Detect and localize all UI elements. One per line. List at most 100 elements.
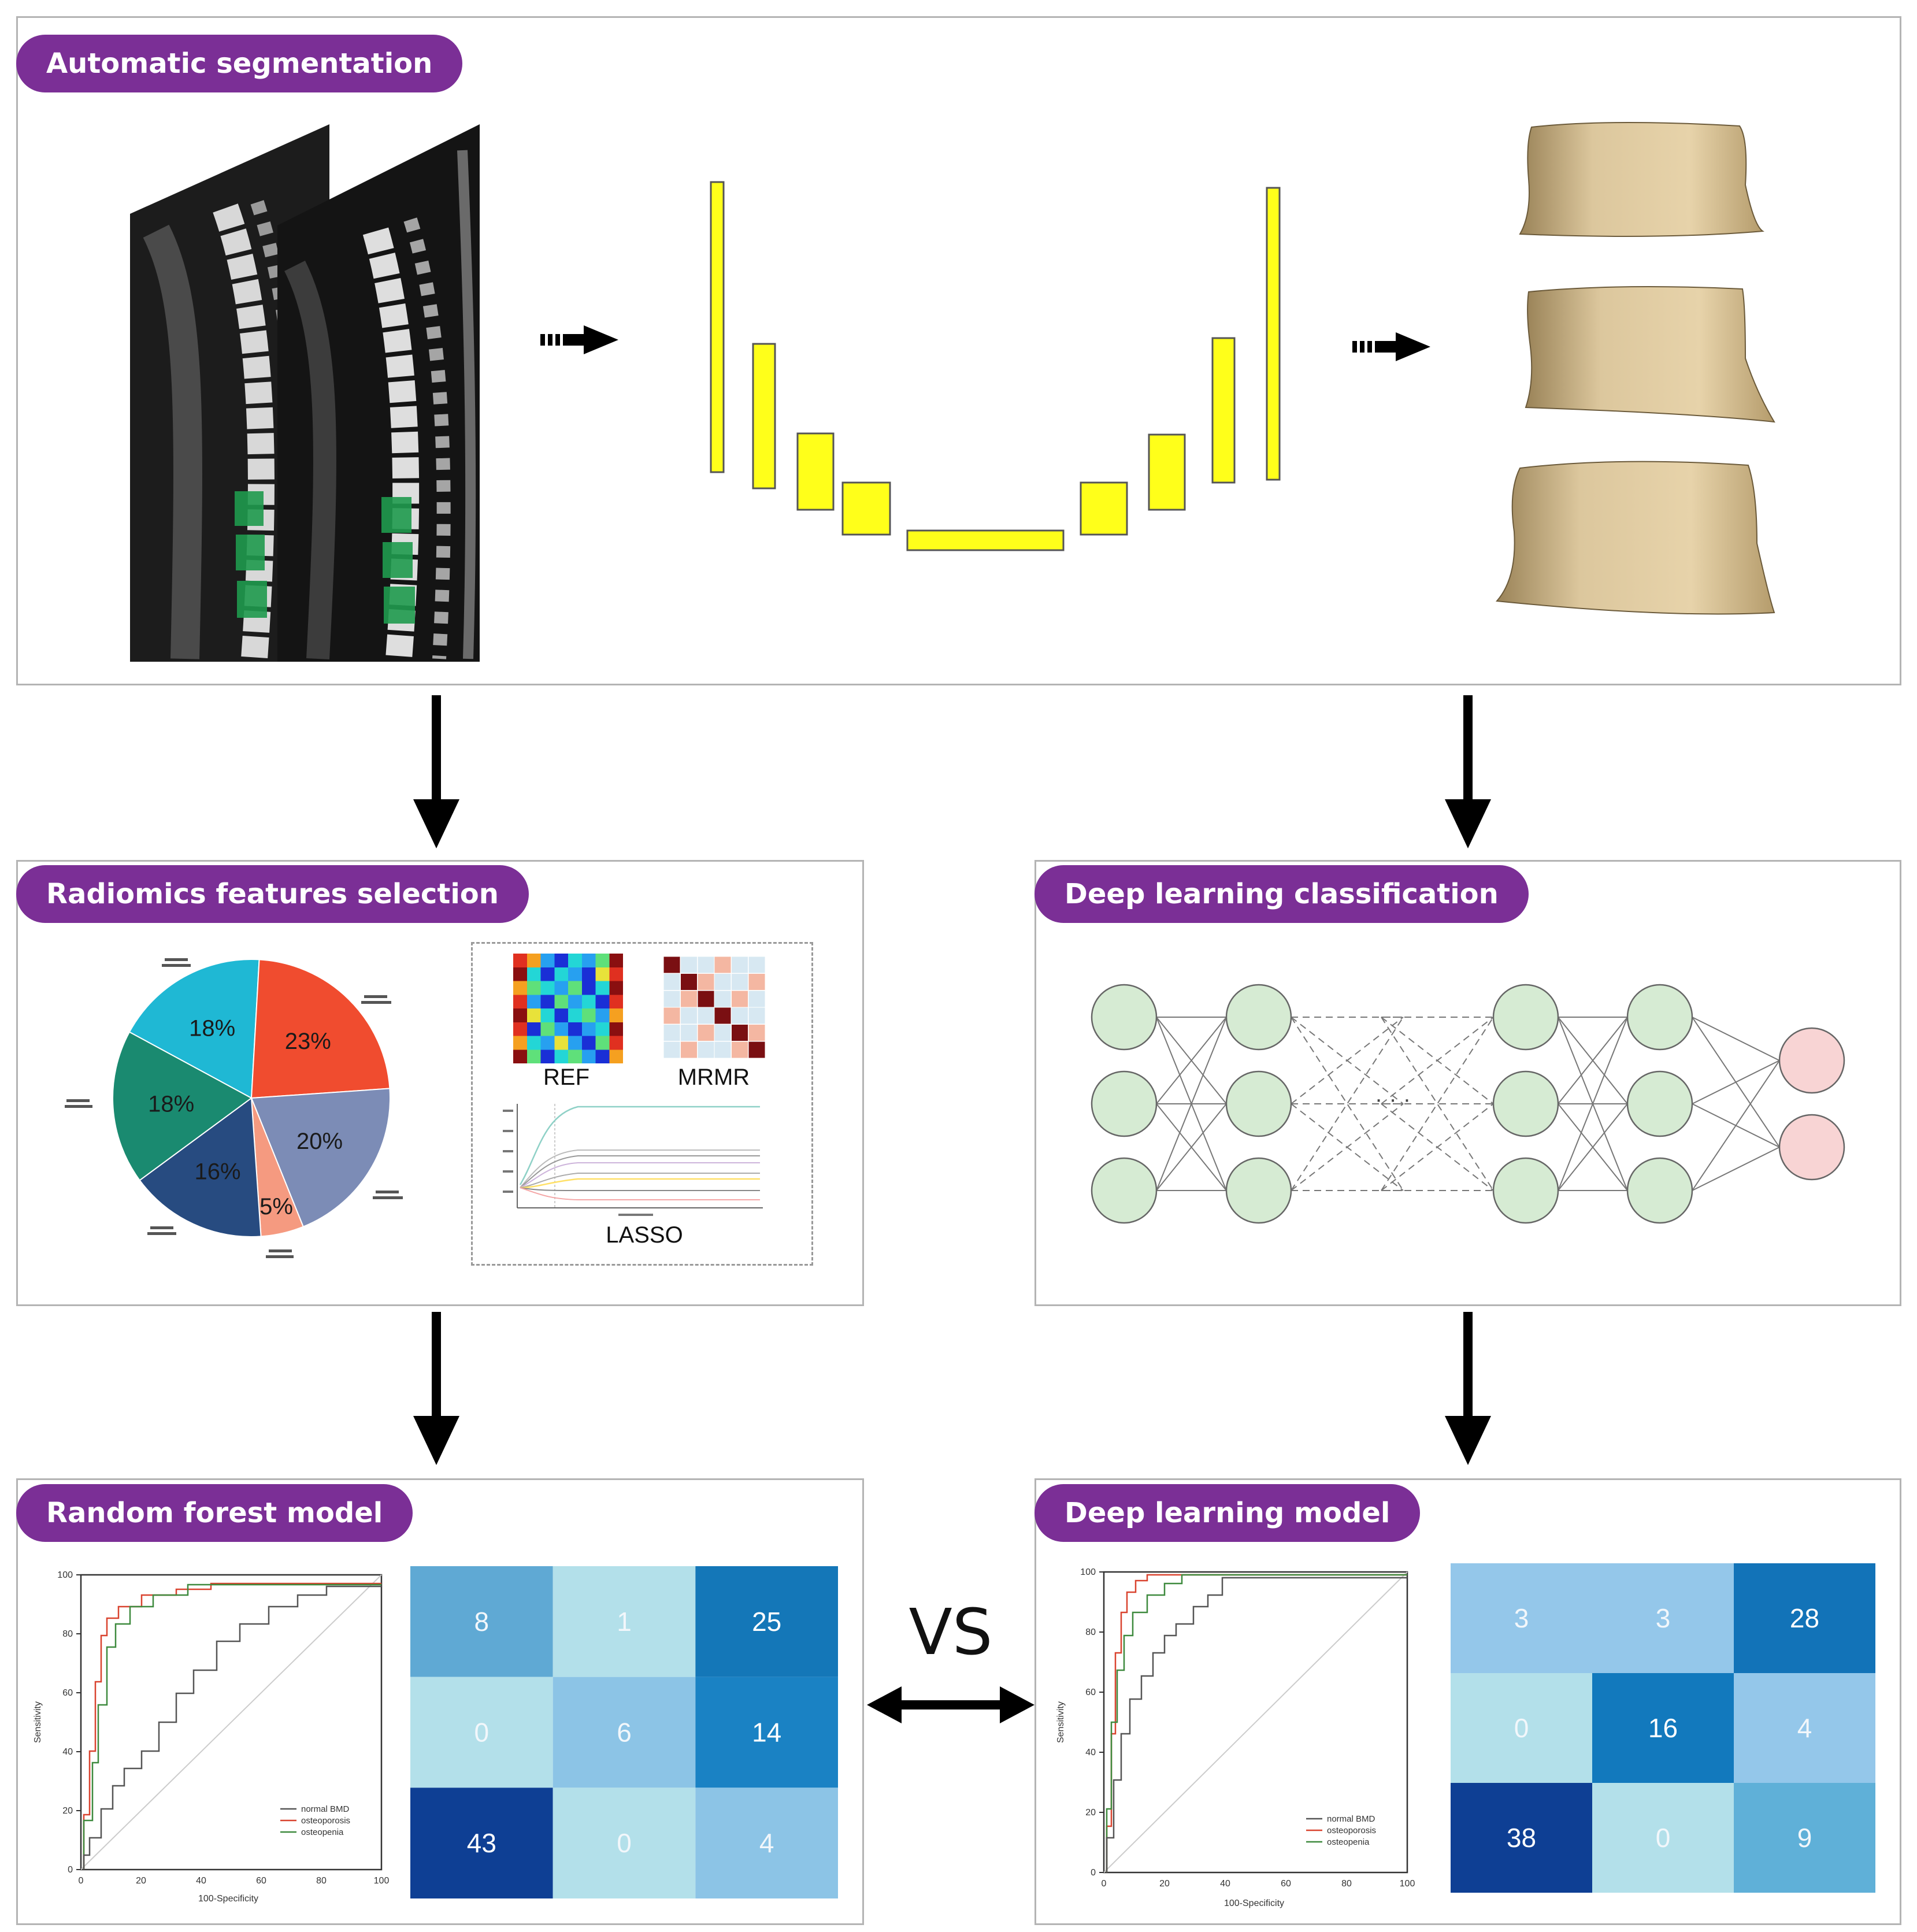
network-node bbox=[1626, 984, 1693, 1051]
matrix-value: 0 bbox=[1656, 1823, 1671, 1853]
roc-y-tick: 40 bbox=[62, 1747, 73, 1757]
pie-slice bbox=[250, 959, 391, 1099]
network-ellipsis: · · · bbox=[1374, 1086, 1411, 1112]
roc-legend-item: osteoporosis bbox=[1327, 1826, 1376, 1835]
roc-x-tick: 100 bbox=[1400, 1879, 1415, 1889]
network-node bbox=[1091, 1070, 1158, 1137]
matrix-cell bbox=[410, 1566, 553, 1677]
roc-x-tick: 60 bbox=[256, 1876, 266, 1886]
deep-learning-model-title: Deep learning model bbox=[1034, 1484, 1421, 1542]
vertebrae-3d-models bbox=[1495, 121, 1775, 615]
roc-x-tick: 80 bbox=[316, 1876, 327, 1886]
ct-scan-slices bbox=[130, 124, 480, 662]
matrix-cell bbox=[695, 1788, 838, 1898]
dl-xlabel: 100-Specificity bbox=[1224, 1898, 1284, 1908]
deep-learning-classification-title: Deep learning classification bbox=[1034, 865, 1529, 923]
pie-slice bbox=[139, 1097, 262, 1237]
roc-y-tick: 100 bbox=[57, 1570, 73, 1580]
roc-y-tick: 80 bbox=[1085, 1627, 1096, 1637]
vs-label: VS bbox=[909, 1595, 993, 1669]
roc-x-tick: 40 bbox=[1220, 1879, 1230, 1889]
arrow-right-icon bbox=[540, 325, 618, 354]
matrix-value: 4 bbox=[759, 1828, 774, 1858]
network-node bbox=[1626, 1070, 1693, 1137]
roc-x-tick: 40 bbox=[196, 1876, 206, 1886]
matrix-value: 8 bbox=[474, 1607, 490, 1637]
roc-x-tick: 80 bbox=[1341, 1879, 1352, 1889]
network-node bbox=[1091, 1157, 1158, 1224]
feature-pie-chart: 18%23%20%5%16%18% bbox=[65, 958, 403, 1258]
roc-y-tick: 100 bbox=[1080, 1567, 1096, 1577]
roc-x-tick: 100 bbox=[374, 1876, 390, 1886]
pie-slice-label: 23% bbox=[285, 1029, 331, 1054]
network-node bbox=[1626, 1157, 1693, 1224]
network-node bbox=[1778, 1114, 1845, 1181]
roc-x-tick: 0 bbox=[1102, 1879, 1107, 1889]
pie-slice-label: 5% bbox=[259, 1194, 293, 1219]
matrix-value: 25 bbox=[752, 1607, 781, 1637]
roc-legend-item: normal BMD bbox=[1327, 1814, 1375, 1824]
roc-y-tick: 60 bbox=[1085, 1688, 1096, 1697]
matrix-value: 4 bbox=[1797, 1713, 1812, 1743]
matrix-value: 6 bbox=[617, 1718, 632, 1748]
network-node bbox=[1492, 1157, 1559, 1224]
roc-y-tick: 60 bbox=[62, 1688, 73, 1698]
pie-slice-label: 20% bbox=[296, 1129, 343, 1154]
matrix-value: 28 bbox=[1790, 1603, 1819, 1633]
matrix-cell bbox=[695, 1566, 838, 1677]
roc-x-tick: 60 bbox=[1281, 1879, 1291, 1889]
network-node bbox=[1492, 984, 1559, 1051]
roc-y-tick: 20 bbox=[62, 1806, 73, 1816]
feature-selection-box bbox=[471, 942, 813, 1266]
matrix-value: 0 bbox=[474, 1718, 490, 1748]
ct-slice-front bbox=[277, 124, 480, 662]
network-node bbox=[1492, 1070, 1559, 1137]
matrix-cell bbox=[1592, 1783, 1734, 1893]
arrow-down-icon bbox=[413, 1312, 459, 1465]
roc-y-tick: 0 bbox=[68, 1865, 73, 1875]
network-node bbox=[1225, 1070, 1292, 1137]
matrix-cell bbox=[1734, 1783, 1875, 1893]
network-node bbox=[1225, 1157, 1292, 1224]
rf-roc-frame bbox=[80, 1574, 383, 1871]
matrix-value: 43 bbox=[467, 1828, 496, 1858]
matrix-value: 9 bbox=[1797, 1823, 1812, 1853]
ref-heatmap bbox=[513, 954, 623, 1063]
roc-y-tick: 20 bbox=[1085, 1808, 1096, 1818]
mrmr-label: MRMR bbox=[677, 1065, 750, 1090]
roc-y-tick: 40 bbox=[1085, 1748, 1096, 1757]
matrix-value: 14 bbox=[752, 1718, 781, 1748]
matrix-cell bbox=[1451, 1673, 1592, 1783]
matrix-value: 3 bbox=[1514, 1603, 1529, 1633]
lasso-path-plot bbox=[503, 1104, 763, 1216]
roc-x-tick: 20 bbox=[136, 1876, 146, 1886]
dl-ylabel: Sensitivity bbox=[1056, 1701, 1066, 1743]
neural-network-diagram bbox=[1091, 984, 1845, 1224]
matrix-value: 0 bbox=[617, 1828, 632, 1858]
pie-slice-label: 18% bbox=[189, 1015, 235, 1041]
network-node bbox=[1778, 1027, 1845, 1094]
pie-slice bbox=[128, 959, 260, 1099]
arrow-down-icon bbox=[1445, 1312, 1491, 1465]
rf-ylabel: Sensitivity bbox=[33, 1701, 43, 1743]
rf-xlabel: 100-Specificity bbox=[198, 1894, 258, 1904]
unet-architecture bbox=[710, 181, 1281, 551]
matrix-cell bbox=[1451, 1563, 1592, 1673]
matrix-cell bbox=[553, 1677, 696, 1788]
roc-legend-item: osteopenia bbox=[301, 1827, 344, 1837]
matrix-cell bbox=[1592, 1673, 1734, 1783]
matrix-cell bbox=[1592, 1563, 1734, 1673]
random-forest-title: Random forest model bbox=[16, 1484, 413, 1542]
arrow-down-icon bbox=[1445, 695, 1491, 848]
roc-legend-item: osteopenia bbox=[1327, 1837, 1370, 1847]
roc-legend-item: normal BMD bbox=[301, 1804, 350, 1814]
matrix-cell bbox=[410, 1677, 553, 1788]
arrow-right-icon bbox=[1352, 332, 1430, 361]
arrow-down-icon bbox=[413, 695, 459, 848]
matrix-value: 16 bbox=[1648, 1713, 1678, 1743]
mrmr-heatmap bbox=[663, 956, 765, 1058]
double-arrow-icon bbox=[867, 1686, 1034, 1723]
matrix-cell bbox=[695, 1677, 838, 1788]
